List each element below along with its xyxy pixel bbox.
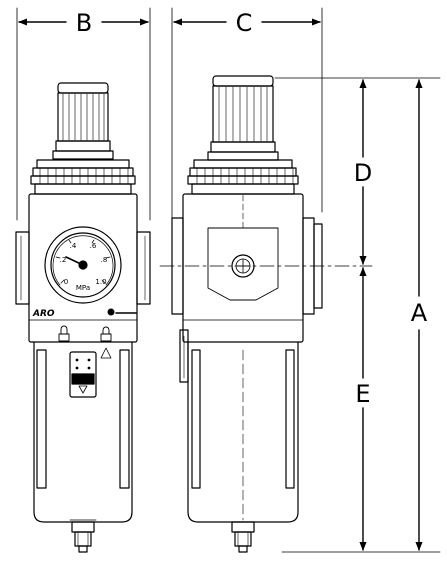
- front-drain: [71, 521, 95, 553]
- side-port-boss: [207, 227, 279, 301]
- secondary-brand-logo: [107, 308, 137, 316]
- gauge-label-06: .6: [90, 242, 97, 250]
- side-adjust-knob: [207, 75, 279, 161]
- side-bowl: [179, 329, 299, 523]
- warning-triangle-icon: [100, 347, 112, 359]
- unlock-icon: [60, 325, 68, 335]
- side-drain: [231, 521, 255, 553]
- aro-brand-logo: ARO: [32, 309, 55, 319]
- gauge-label-04: .4: [70, 242, 77, 250]
- gauge-label-02: .2: [60, 256, 67, 264]
- bowl-lock: [28, 319, 138, 359]
- dimension-b: B: [16, 7, 151, 221]
- gauge-label-08: .8: [101, 256, 108, 264]
- dimension-label-c: C: [236, 9, 253, 37]
- dimension-label-e: E: [355, 380, 370, 408]
- dimension-label-b: B: [76, 9, 92, 37]
- dimension-c: C: [171, 7, 323, 221]
- side-body: [171, 193, 323, 343]
- gauge-port-plug: [231, 254, 255, 278]
- side-bonnet-ring: [187, 159, 299, 195]
- gauge-label-0: 0: [64, 278, 68, 286]
- lock-icon: [102, 326, 110, 335]
- sight-glass: [69, 351, 97, 398]
- front-body: [15, 193, 151, 343]
- front-bowl: [33, 341, 133, 523]
- pressure-gauge: 0 .2 .4 .6 .8 1.0 MPa: [44, 226, 122, 304]
- side-view: [171, 75, 323, 553]
- front-view: 0 .2 .4 .6 .8 1.0 MPa ARO: [15, 82, 151, 553]
- dimensions-vertical: A D E: [159, 77, 441, 553]
- dimension-label-a: A: [411, 299, 428, 327]
- dimension-label-d: D: [354, 159, 372, 187]
- gauge-label-10: 1.0: [95, 278, 106, 286]
- front-bonnet-ring: [30, 159, 136, 195]
- front-adjust-knob: [52, 82, 114, 160]
- gauge-needle: [65, 256, 84, 266]
- bowl-lock-tab: [179, 329, 189, 383]
- gauge-unit: MPa: [76, 284, 90, 292]
